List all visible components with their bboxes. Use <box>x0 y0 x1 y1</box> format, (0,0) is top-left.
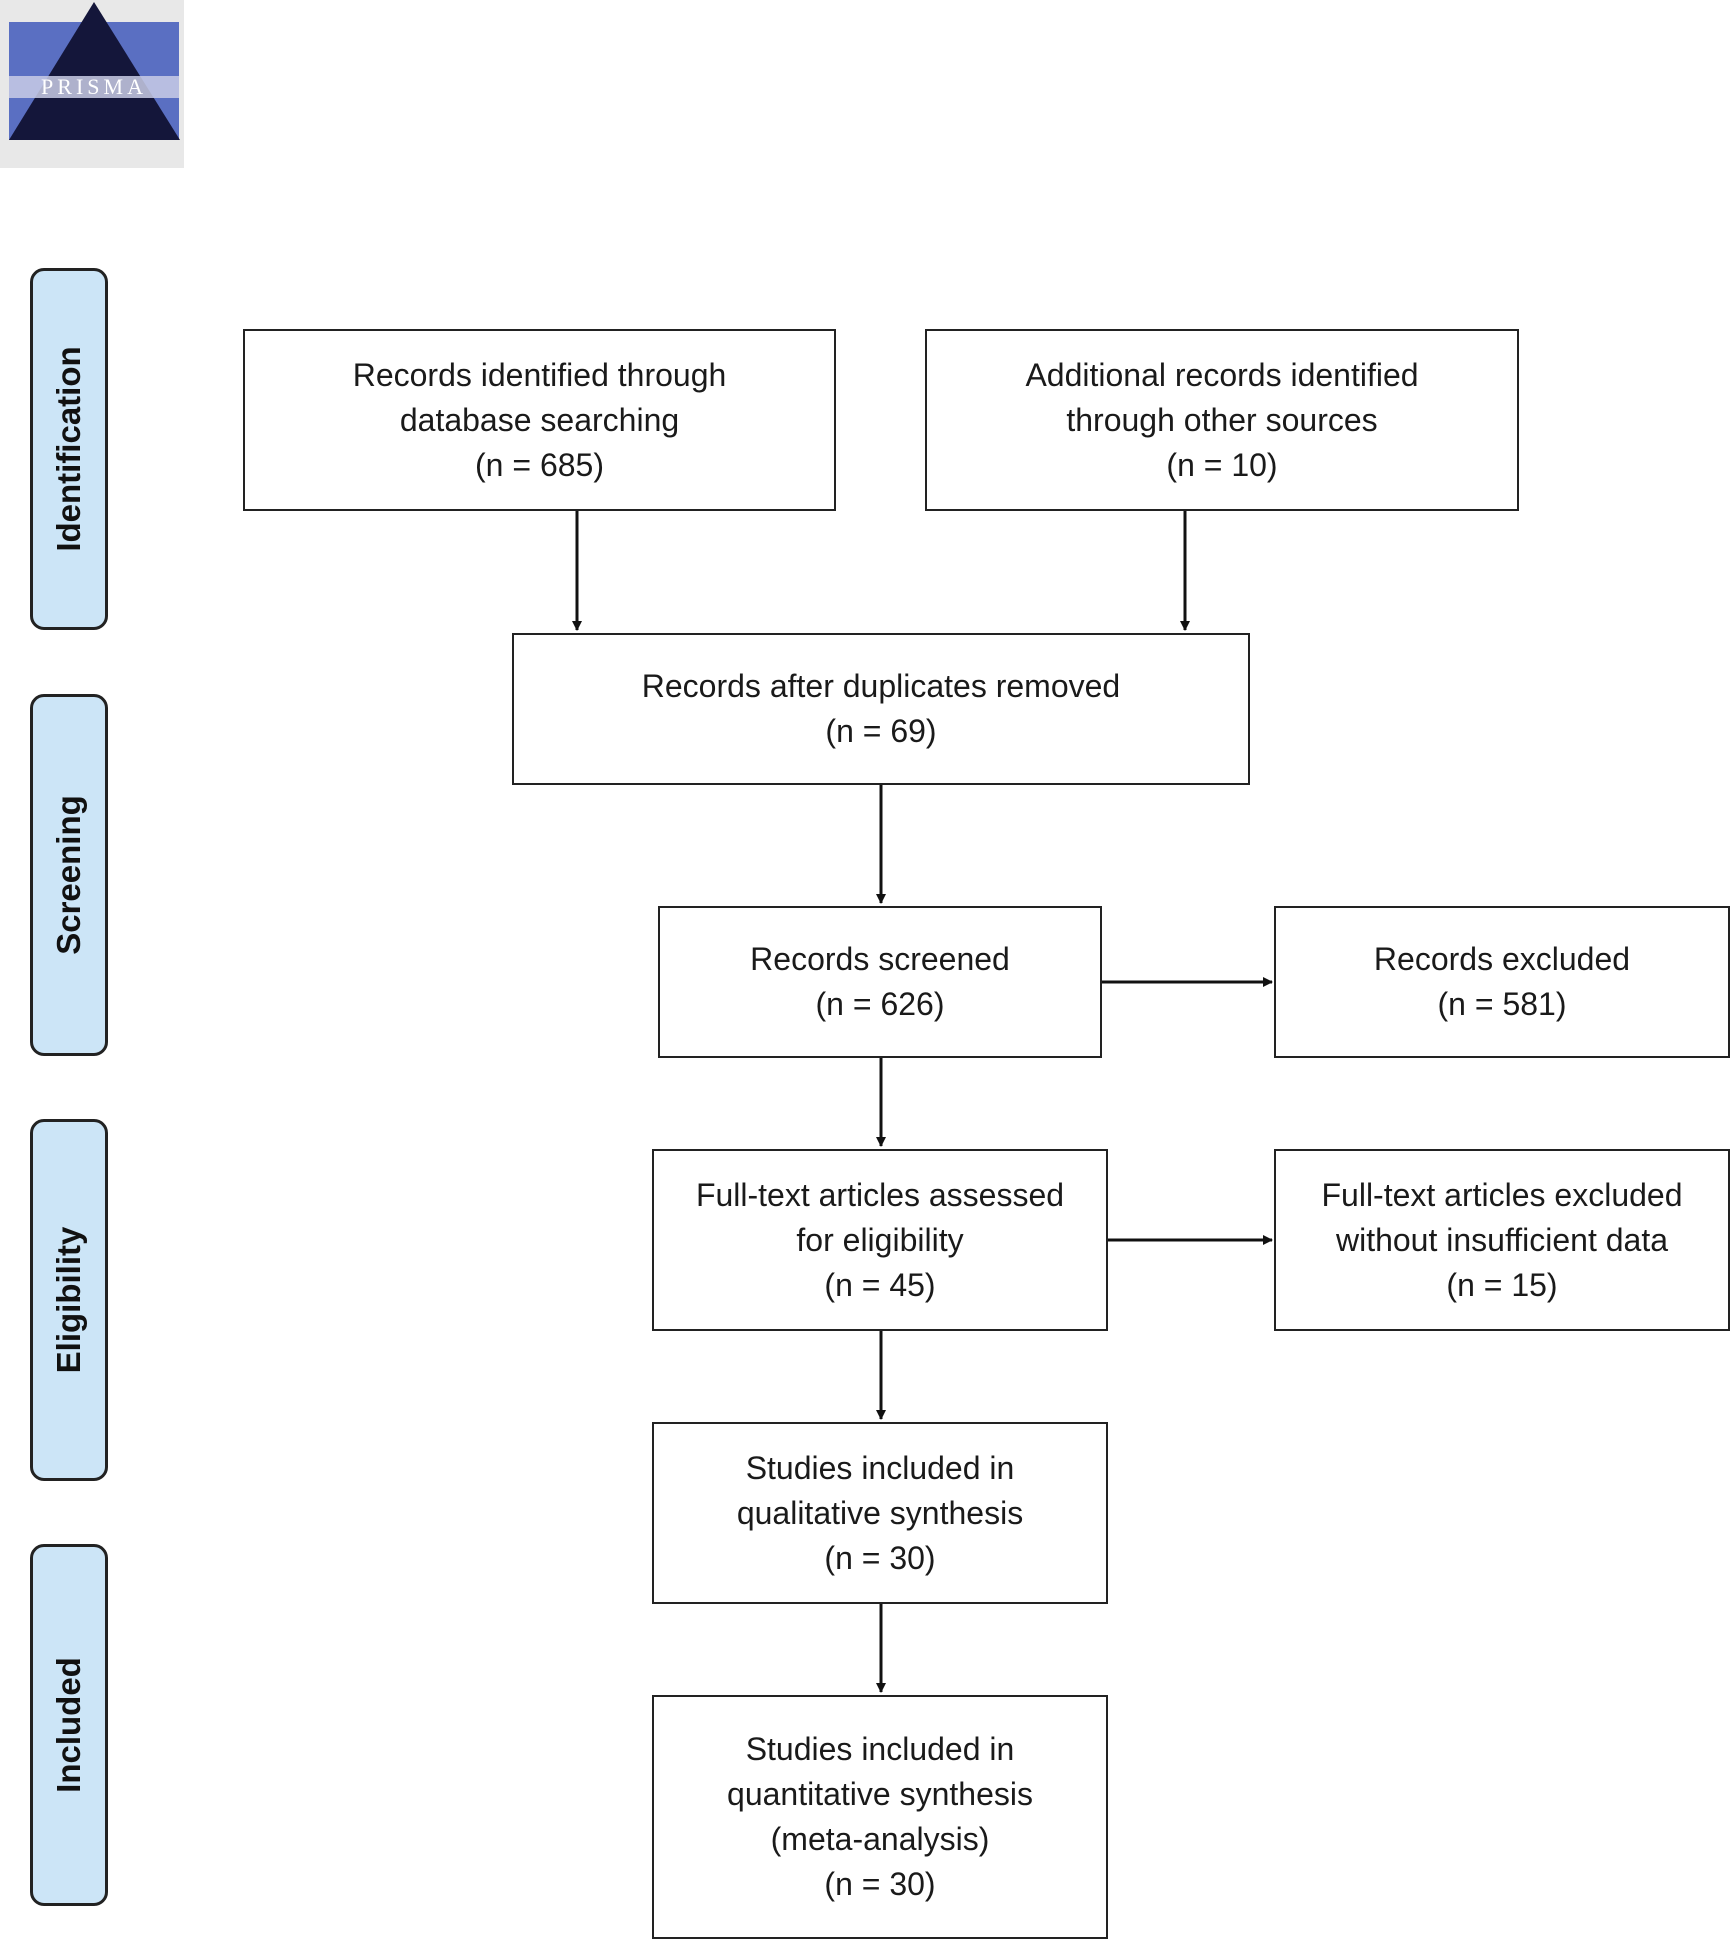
box-qualitative-synthesis: Studies included in qualitative synthesi… <box>652 1422 1108 1604</box>
box-text: through other sources <box>1066 401 1378 438</box>
box-duplicates-removed: Records after duplicates removed (n = 69… <box>512 633 1250 785</box>
box-count: (n = 30) <box>824 1866 936 1902</box>
box-count: (n = 69) <box>825 713 937 749</box>
phase-identification: Identification <box>30 268 108 630</box>
box-text: Studies included in <box>745 1449 1015 1486</box>
prisma-logo: PRISMA <box>0 0 184 168</box>
box-text: without insufficient data <box>1335 1221 1669 1258</box>
box-fulltext-assessed: Full-text articles assessed for eligibil… <box>652 1149 1108 1331</box>
box-other-sources: Additional records identified through ot… <box>925 329 1519 511</box>
box-text: qualitative synthesis <box>736 1494 1024 1531</box>
box-records-excluded: Records excluded (n = 581) <box>1274 906 1730 1058</box>
box-count: (n = 15) <box>1446 1266 1558 1303</box>
box-count: (n = 30) <box>824 1539 936 1576</box>
phase-screening: Screening <box>30 694 108 1056</box>
box-text: database searching <box>399 401 680 438</box>
phase-eligibility: Eligibility <box>30 1119 108 1481</box>
box-database-records: Records identified through database sear… <box>243 329 836 511</box>
box-count: (n = 685) <box>475 446 604 483</box>
box-text: Records after duplicates removed <box>641 668 1121 704</box>
box-count: (n = 581) <box>1437 986 1567 1022</box>
box-count: (n = 45) <box>824 1266 936 1303</box>
phase-included: Included <box>30 1544 108 1906</box>
box-text: Studies included in <box>745 1731 1015 1767</box>
box-fulltext-excluded: Full-text articles excluded without insu… <box>1274 1149 1730 1331</box>
box-text: Additional records identified <box>1025 356 1419 393</box>
box-count: (n = 10) <box>1166 446 1278 483</box>
box-text: Records excluded <box>1373 941 1631 977</box>
box-text: Full-text articles excluded <box>1321 1176 1683 1213</box>
box-text: Records screened <box>750 941 1010 977</box>
box-records-screened: Records screened (n = 626) <box>658 906 1102 1058</box>
box-text: quantitative synthesis <box>727 1776 1033 1812</box>
box-text: for eligibility <box>796 1221 964 1258</box>
box-count: (n = 626) <box>815 986 945 1022</box>
box-quantitative-synthesis: Studies included in quantitative synthes… <box>652 1695 1108 1939</box>
box-text: Full-text articles assessed <box>695 1176 1065 1213</box>
box-text: (meta-analysis) <box>770 1821 990 1857</box>
box-text: Records identified through <box>352 356 727 393</box>
logo-text: PRISMA <box>41 74 147 99</box>
